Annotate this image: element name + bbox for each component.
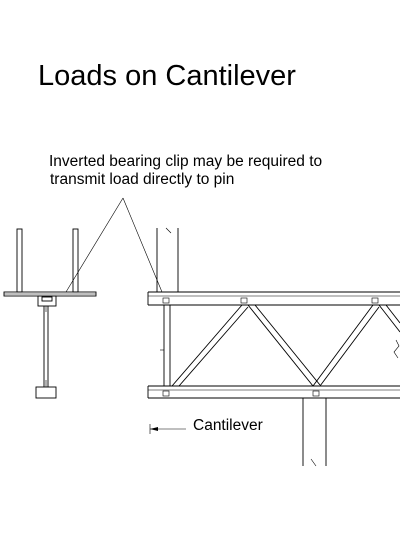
left-bearing-detail (3, 228, 97, 399)
left-post-outer (16, 228, 23, 293)
web-4a (378, 304, 400, 333)
pin-base (35, 386, 57, 399)
left-post-inner (72, 228, 79, 293)
leader-line-right (122, 197, 163, 293)
top-chord (147, 291, 400, 306)
note-line-2: transmit load directly to pin (50, 171, 235, 188)
cantilever-arrowhead (150, 427, 158, 431)
bearing-clip (37, 295, 57, 307)
diagonal-webs (171, 304, 400, 387)
web-2b (254, 304, 321, 386)
connection-marks (162, 297, 379, 397)
bottom-chord (147, 385, 400, 399)
conn-top-1 (162, 297, 170, 304)
conn-bottom-2 (312, 390, 320, 397)
diagram-title: Loads on Cantilever (38, 60, 296, 92)
support-column-below (302, 398, 327, 467)
web-4b (385, 304, 400, 324)
web-3b (319, 306, 380, 387)
note-leader (65, 197, 163, 293)
column-above (156, 227, 179, 292)
end-vertical-web (160, 305, 171, 386)
right-break-line (393, 339, 400, 359)
support-break-mark (310, 458, 317, 467)
cantilever-dimension (149, 424, 186, 434)
web-3a (312, 304, 374, 387)
conn-bottom-1 (162, 390, 170, 397)
bearing-clip-inner (41, 296, 53, 302)
leader-line-left (65, 197, 124, 293)
web-1a (171, 304, 243, 387)
column-break-mark (165, 227, 172, 234)
web-1b (178, 306, 249, 387)
note-line-1: Inverted bearing clip may be required to (49, 153, 323, 170)
web-2a (247, 304, 314, 387)
cantilever-label: Cantilever (193, 417, 263, 434)
conn-top-3 (371, 297, 379, 304)
conn-top-2 (240, 297, 248, 304)
bearing-clip-note: Inverted bearing clip may be required to… (49, 153, 322, 189)
